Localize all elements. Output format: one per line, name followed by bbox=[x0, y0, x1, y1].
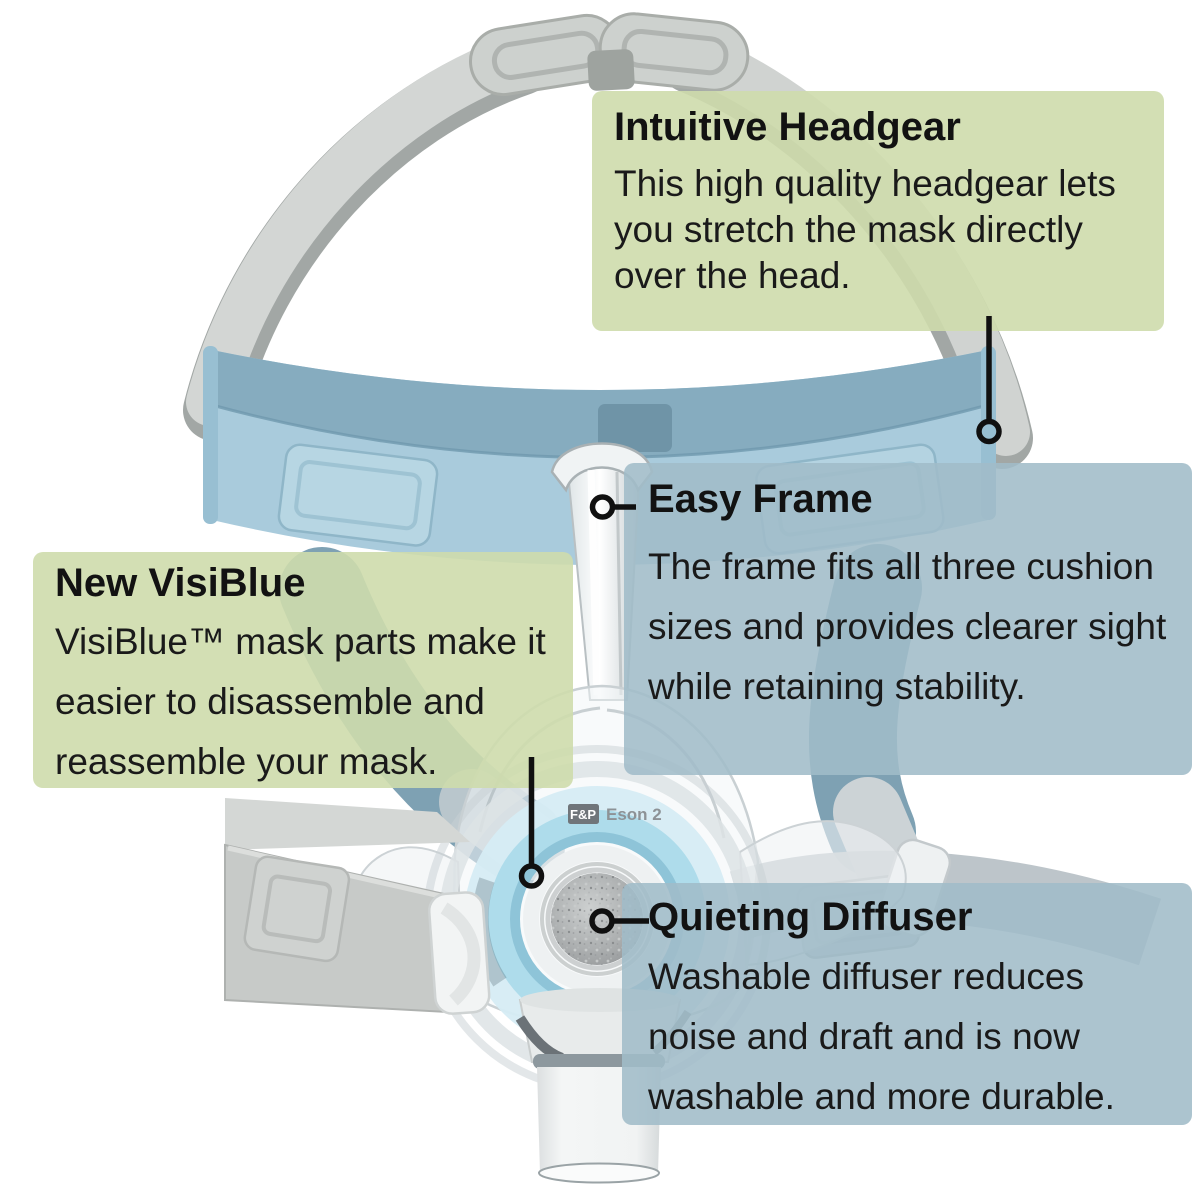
brand-badge: F&P Eson 2 bbox=[568, 804, 662, 824]
callout-quieting-diffuser: Quieting Diffuser Washable diffuser redu… bbox=[622, 883, 1192, 1125]
callout-easy-frame: Easy Frame The frame fits all three cush… bbox=[624, 463, 1192, 775]
band-center-tab bbox=[598, 404, 672, 452]
callout-body-new-visiblue: VisiBlue™ mask parts make it easier to d… bbox=[55, 621, 546, 782]
callout-body-quieting-diffuser: Washable diffuser reduces noise and draf… bbox=[648, 956, 1115, 1117]
callout-new-visiblue: New VisiBlue VisiBlue™ mask parts make i… bbox=[33, 552, 573, 788]
left-strap-clip bbox=[427, 891, 491, 1015]
mask-stem bbox=[550, 442, 654, 701]
brand-badge-text: F&P bbox=[570, 807, 596, 822]
crown-tab-joint bbox=[587, 49, 635, 91]
callout-body-easy-frame: The frame fits all three cushion sizes a… bbox=[648, 546, 1167, 707]
left-strap-velcro-panel bbox=[243, 855, 351, 963]
lower-left-strap bbox=[224, 798, 491, 1015]
callout-intuitive-headgear: Intuitive Headgear This high quality hea… bbox=[592, 91, 1164, 331]
callout-title-new-visiblue: New VisiBlue bbox=[55, 561, 306, 605]
band-velcro-panel-left bbox=[277, 443, 439, 547]
callout-title-quieting-diffuser: Quieting Diffuser bbox=[648, 895, 973, 939]
callout-title-intuitive-headgear: Intuitive Headgear bbox=[614, 105, 961, 149]
headgear-crown-tab-right bbox=[598, 12, 750, 92]
callout-body-intuitive-headgear: This high quality headgear lets you stre… bbox=[614, 163, 1116, 296]
brand-badge-box bbox=[568, 804, 599, 824]
model-name-text: Eson 2 bbox=[606, 805, 662, 824]
callout-title-easy-frame: Easy Frame bbox=[648, 477, 873, 521]
